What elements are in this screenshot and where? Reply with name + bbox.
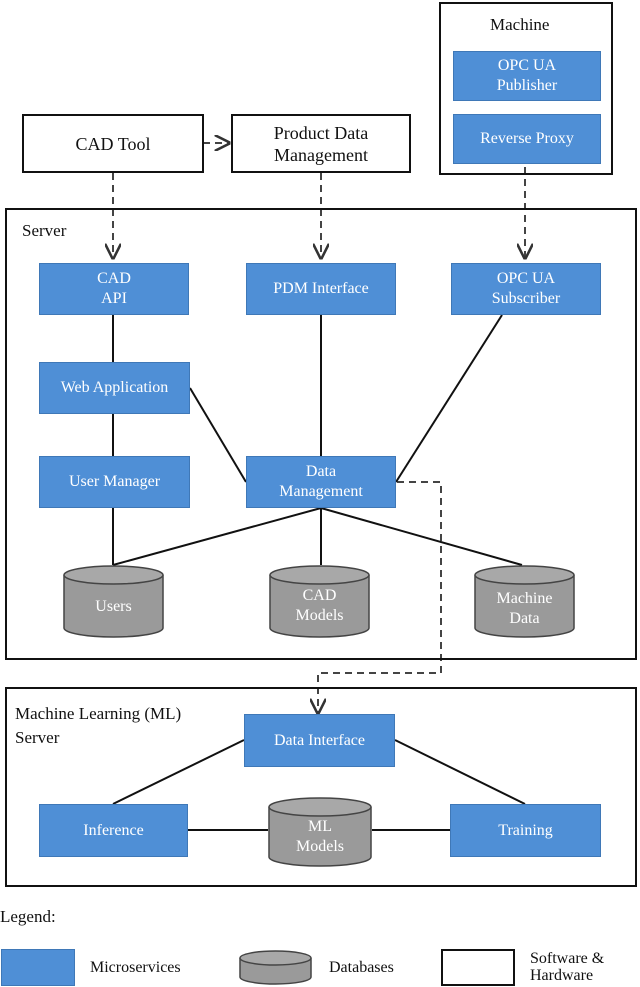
legend-software-hardware-swatch [441,949,515,986]
legend-database-swatch [239,950,312,986]
server-frame [5,208,637,660]
data-management-service: Data Management [246,456,396,508]
data-management-to-data-interface-arrow [318,481,442,713]
legend-microservice-swatch [1,949,75,986]
data-management-to-users-line [112,507,322,566]
web-application-service: Web Application [39,362,190,414]
data-management-to-machine-data-line [320,507,523,566]
legend-databases-label: Databases [329,959,394,976]
data-interface-to-training-line [394,739,526,805]
training-service: Training [450,804,601,857]
database-cylinder-icon [239,950,312,985]
machine-frame [439,2,613,175]
data-interface-service: Data Interface [244,714,395,767]
ml-server-frame [5,687,637,887]
opc-ua-subscriber-service: OPC UA Subscriber [451,263,601,315]
cad-api-service: CAD API [39,263,189,315]
opc-ua-publisher-service: OPC UA Publisher [453,51,601,101]
ml-models-database-label: ML Models [296,818,344,855]
inference-service: Inference [39,804,188,857]
ml-server-frame-label: Machine Learning (ML) Server [15,704,182,747]
product-data-management-box: Product Data Management [231,114,411,173]
machine-data-database-label: Machine Data [496,590,553,627]
database-cylinder-icon [63,565,164,638]
legend-title: Legend: [0,907,56,926]
data-interface-to-inference-line [112,739,245,805]
user-manager-service: User Manager [39,456,190,508]
machine-frame-label: Machine [490,15,550,34]
users-database-label: Users [95,598,132,615]
users-database: Users [63,565,164,638]
web-app-to-data-management-line [189,387,247,483]
database-cylinder-icon [269,565,370,638]
database-cylinder-icon [474,565,575,638]
pdm-interface-service: PDM Interface [246,263,396,315]
legend-microservices-label: Microservices [90,959,181,976]
reverse-proxy-service: Reverse Proxy [453,114,601,164]
database-cylinder-icon [268,797,372,867]
subscriber-to-data-management-line [395,314,503,483]
legend-software-hardware-label: Software & Hardware [530,950,605,984]
ml-models-database: ML Models [268,797,372,867]
cad-models-database-label: CAD Models [295,587,344,624]
cad-models-database: CAD Models [269,565,370,638]
machine-data-database: Machine Data [474,565,575,638]
cad-tool-box: CAD Tool [22,114,204,173]
server-frame-label: Server [22,221,67,240]
